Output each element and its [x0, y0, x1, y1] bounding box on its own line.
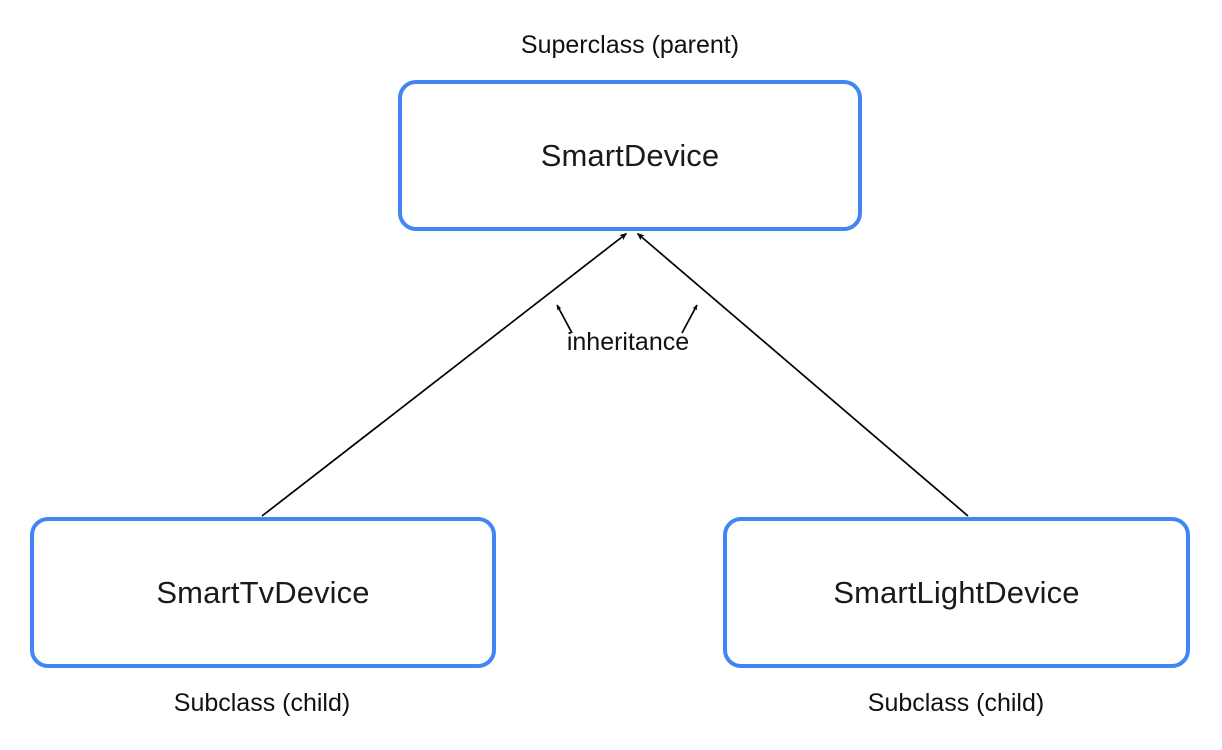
- inheritance-label: inheritance: [566, 328, 690, 356]
- class-box-smarttvdevice[interactable]: SmartTvDevice: [30, 517, 496, 668]
- class-box-smarttvdevice-label: SmartTvDevice: [156, 575, 370, 610]
- superclass-caption: Superclass (parent): [520, 31, 740, 59]
- class-box-smartlightdevice-label: SmartLightDevice: [833, 575, 1080, 610]
- subclass-caption-right: Subclass (child): [867, 689, 1045, 717]
- inheritance-edge-tv: [261, 232, 628, 517]
- class-box-smartlightdevice[interactable]: SmartLightDevice: [723, 517, 1190, 668]
- class-box-smartdevice-label: SmartDevice: [540, 138, 720, 173]
- inheritance-pointer-right-icon: [681, 304, 698, 334]
- subclass-caption-left: Subclass (child): [173, 689, 351, 717]
- inheritance-pointer-left-icon: [556, 304, 573, 334]
- class-box-smartdevice[interactable]: SmartDevice: [398, 80, 862, 231]
- inheritance-edge-light: [636, 232, 969, 517]
